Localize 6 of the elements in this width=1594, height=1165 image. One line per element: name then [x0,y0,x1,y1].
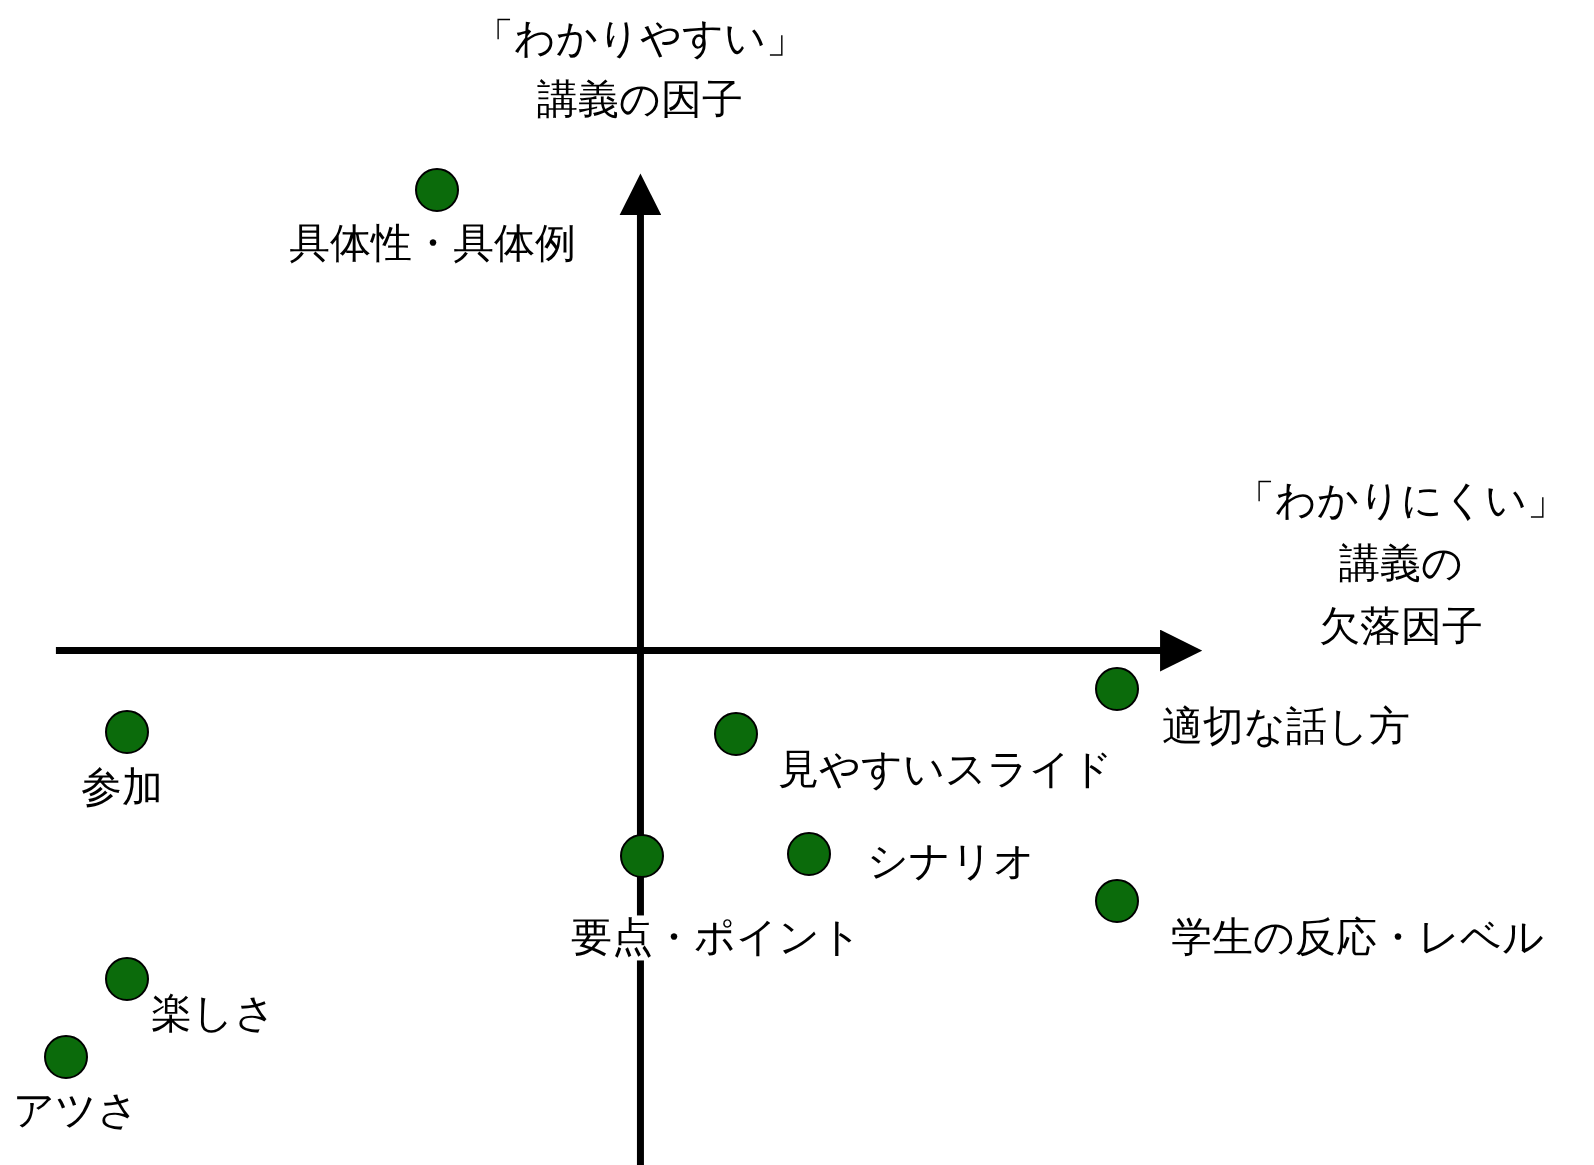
axis-title: 講義の因子 [537,77,744,123]
axis-title: 「わかりやすい」 [473,16,808,62]
axis-title: 講義の [1338,541,1463,587]
axis-title: 「わかりにくい」 [1233,478,1568,524]
data-point-dot [714,711,758,756]
axis-title: 欠落因子 [1318,604,1483,650]
